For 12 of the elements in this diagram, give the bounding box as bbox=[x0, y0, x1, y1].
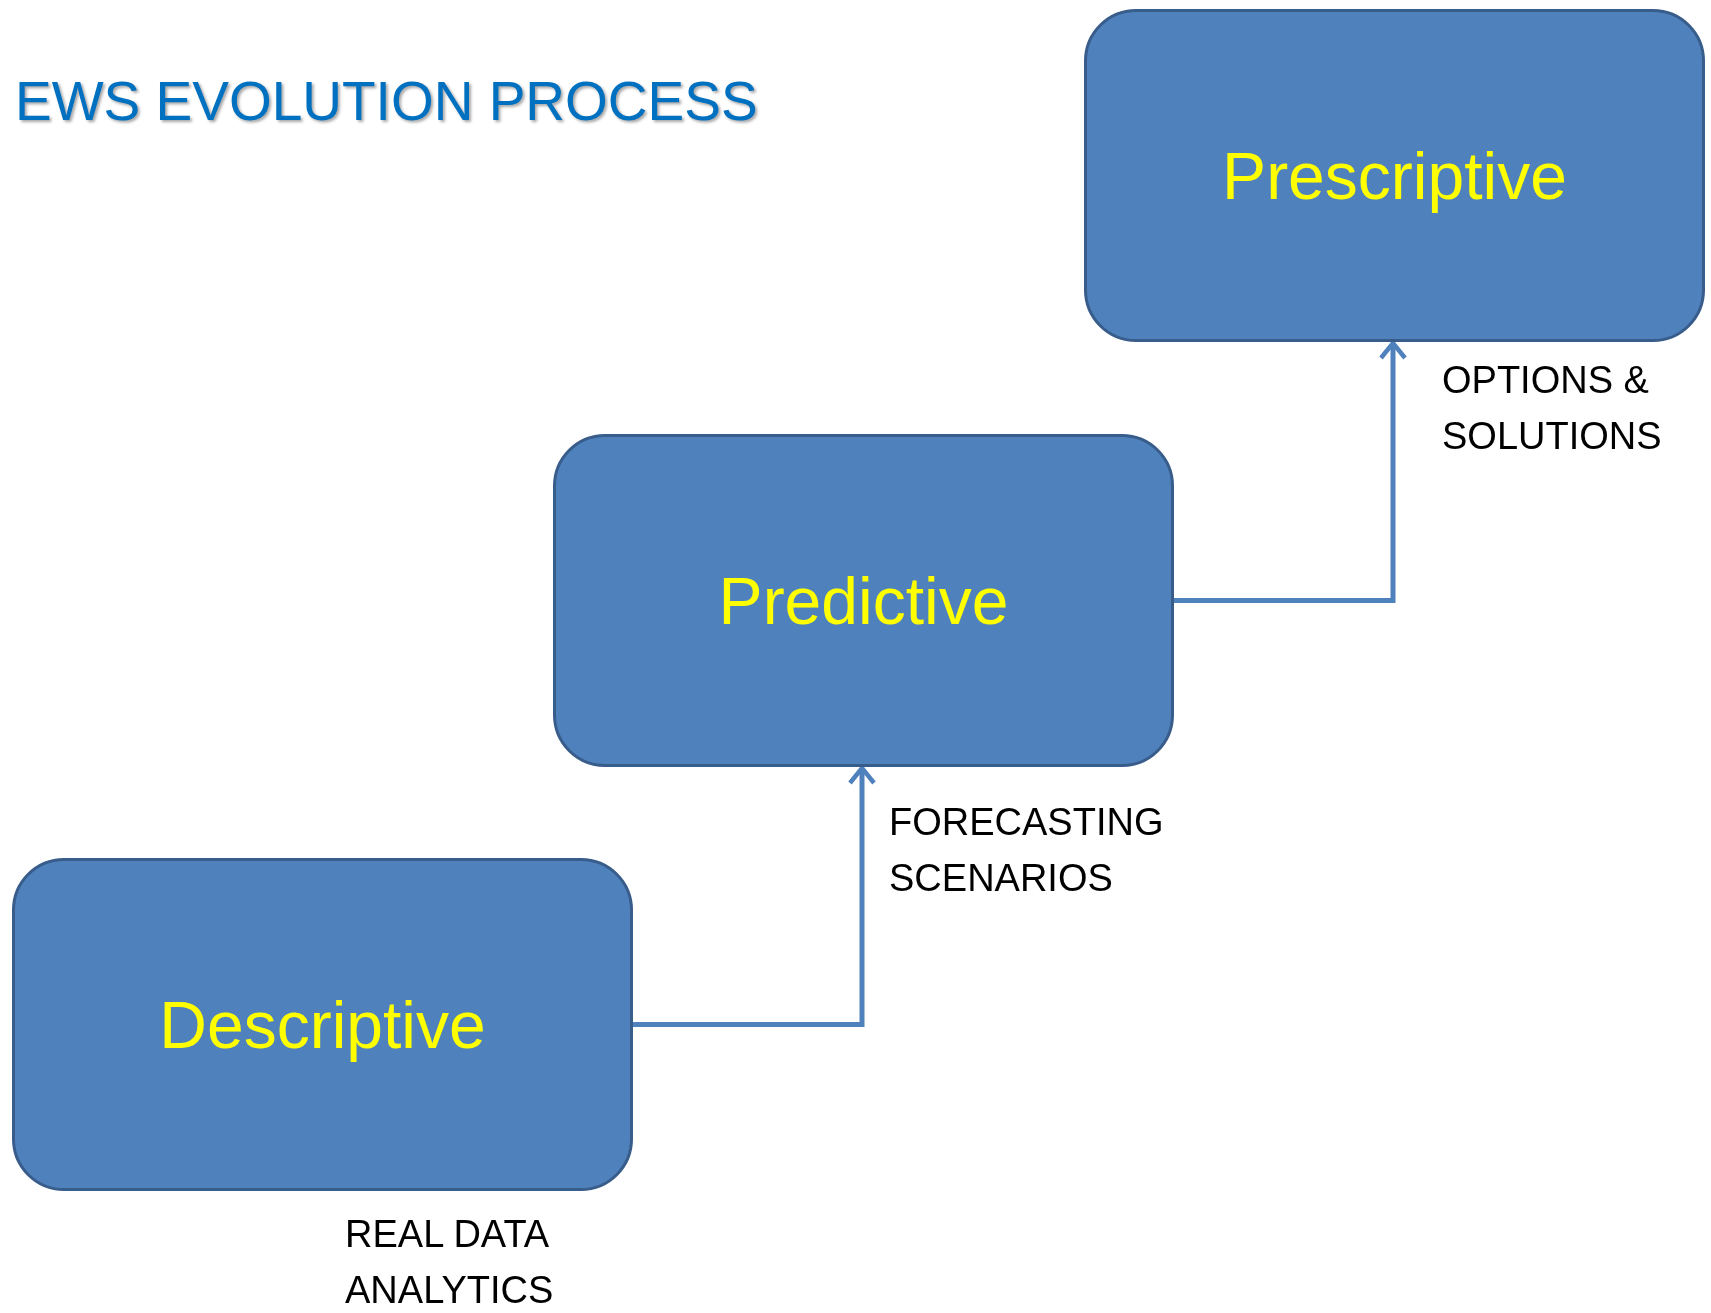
stage-label: Prescriptive bbox=[1222, 137, 1567, 215]
title: EWS EVOLUTION PROCESS bbox=[15, 69, 758, 134]
stage-caption: FORECASTING SCENARIOS bbox=[889, 800, 1165, 901]
stage-box bbox=[12, 858, 633, 1191]
arrow bbox=[633, 765, 877, 1027]
stage-label: Predictive bbox=[718, 562, 1009, 640]
stage-box bbox=[553, 434, 1174, 767]
stage-caption: OPTIONS & SOLUTIONS bbox=[1442, 358, 1663, 459]
stage-label: Descriptive bbox=[159, 986, 486, 1064]
stage-box bbox=[1084, 9, 1705, 342]
arrow bbox=[1174, 340, 1408, 603]
stage-caption: REAL DATA ANALYTICS bbox=[345, 1212, 555, 1313]
